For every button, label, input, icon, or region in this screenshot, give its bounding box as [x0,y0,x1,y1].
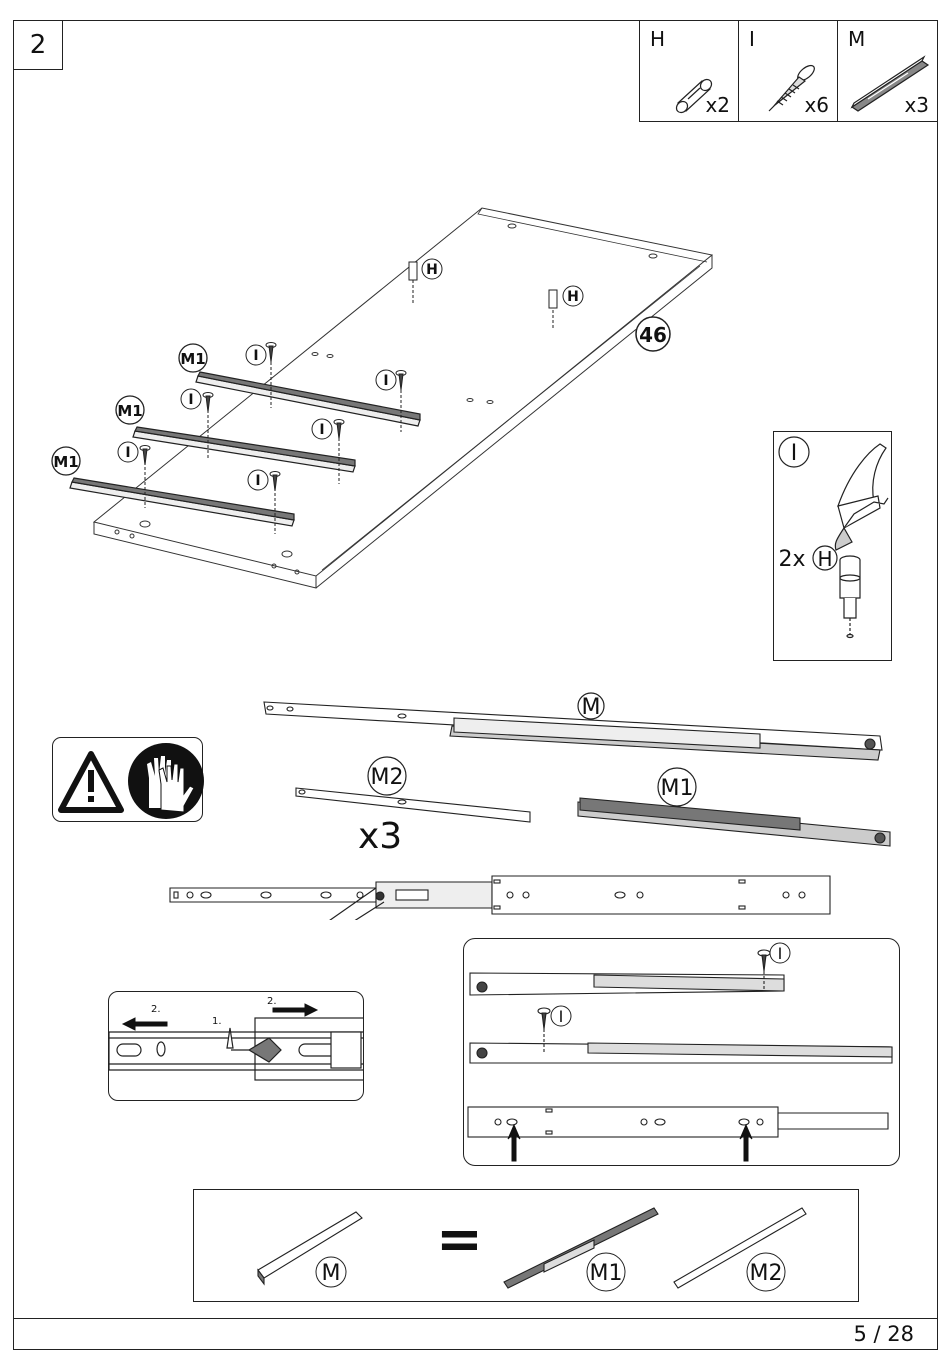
callout-m1: M1 [53,453,78,471]
callout-i: I [253,348,258,364]
footer-divider [13,1318,938,1319]
callout-m1: M1 [180,350,205,368]
dowel-label: H [817,547,832,571]
step-2-left-label: 2. [151,1004,161,1015]
callout-i: I [255,473,260,489]
safety-warning [52,737,203,822]
callout-m1: M1 [661,776,694,801]
panel-number: 46 [639,323,667,347]
callout-h: H [426,262,438,278]
slide-screw-detail: I I [463,938,900,1166]
callout-i: I [319,422,324,438]
hammer-detail-box: I 2x H [773,431,892,661]
release-detail-zoom: 1. 2. 2. [108,991,364,1101]
callout-i: I [778,944,783,963]
gloves-icon [128,743,204,819]
hammer-icon: I 2x H [774,432,893,662]
callout-i: I [383,373,388,389]
callout-m: M [582,695,601,720]
slide-multiplier: x3 [358,816,402,857]
callout-i: I [188,392,193,408]
hammer-tool-label: I [791,441,798,466]
dowel-count: 2x [778,547,805,572]
callout-m1: M1 [117,402,142,420]
equation-left-label: M [322,1261,341,1286]
callout-i: I [125,445,130,461]
step-2-right-label: 2. [267,996,277,1007]
slide-equation-box: M M1 M2 [193,1189,859,1302]
equation-m2-label: M2 [750,1261,783,1286]
callout-h: H [567,289,579,305]
warning-triangle-icon [61,754,121,810]
page-number: 5 / 28 [853,1322,914,1346]
equals-sign: = [436,1212,483,1268]
callout-m2: M2 [371,765,404,790]
callout-i: I [559,1007,564,1026]
step-1-label: 1. [212,1016,222,1027]
equation-m1-label: M1 [590,1261,623,1286]
